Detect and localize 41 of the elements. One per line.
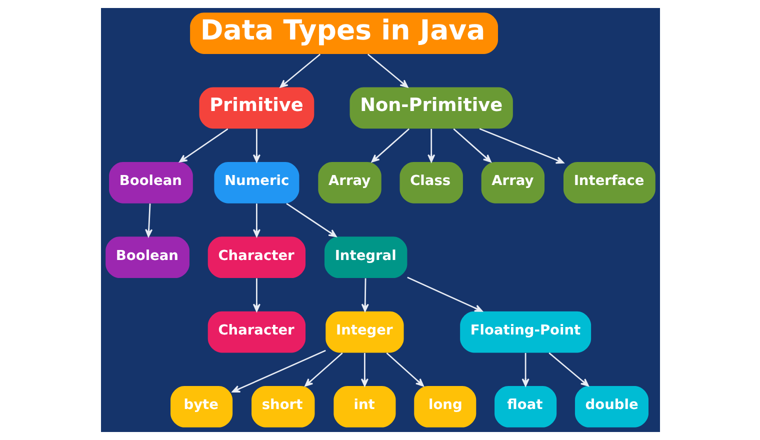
node-box: byte: [170, 386, 232, 428]
node-box: Array: [318, 162, 381, 204]
arrow: [144, 204, 152, 238]
node-box: Primitive: [198, 87, 314, 129]
arrow: [478, 128, 564, 164]
arrow: [366, 54, 408, 88]
node-box: Interface: [562, 162, 655, 204]
node-box: Array: [480, 162, 544, 204]
arrow: [406, 276, 482, 312]
arrow: [360, 278, 368, 312]
arrow: [231, 350, 326, 392]
node-box: Data Types in Java: [190, 12, 498, 54]
node-box: Integer: [325, 311, 404, 353]
node-box: Boolean: [105, 236, 189, 278]
node-box: Numeric: [214, 162, 299, 204]
arrow: [452, 128, 491, 162]
node-box: Floating-Point: [460, 311, 591, 353]
arrow: [279, 54, 320, 88]
node-box: int: [333, 386, 396, 428]
node-box: long: [414, 386, 476, 428]
arrow: [178, 128, 228, 162]
arrow: [427, 128, 435, 162]
arrow: [521, 352, 529, 386]
node-box: float: [494, 386, 556, 428]
node-box: Non-Primitive: [349, 87, 512, 129]
arrow: [252, 128, 260, 162]
arrow: [252, 204, 260, 238]
arrow: [252, 278, 260, 312]
node-box: Character: [207, 236, 306, 278]
arrow: [304, 352, 342, 386]
node-box: Character: [207, 311, 306, 353]
node-box: Integral: [324, 236, 407, 278]
arrow: [286, 203, 336, 238]
node-box: Class: [399, 162, 462, 204]
arrow: [386, 352, 424, 386]
node-box: double: [574, 386, 648, 428]
arrow: [360, 352, 368, 386]
arrow: [370, 128, 410, 162]
node-box: Boolean: [108, 162, 192, 204]
arrow: [548, 352, 588, 386]
node-box: short: [251, 386, 314, 428]
